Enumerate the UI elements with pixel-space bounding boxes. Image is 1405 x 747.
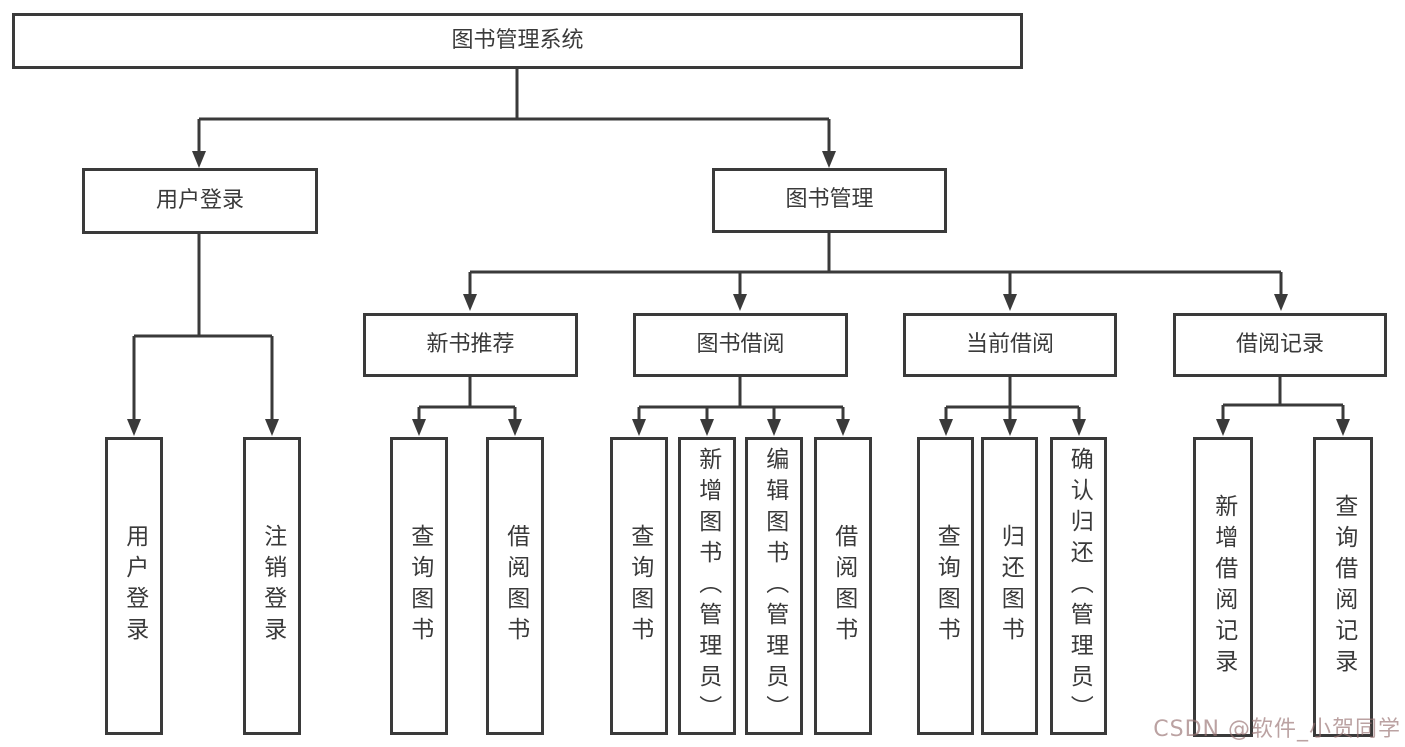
node-root: 图书管理系统 bbox=[12, 13, 1023, 69]
leaf-query-book-current: 查询图书 bbox=[917, 437, 974, 735]
leaf-query-book-borrow: 查询图书 bbox=[610, 437, 668, 735]
leaf-borrow-book-recommend: 借阅图书 bbox=[486, 437, 544, 735]
leaf-edit-book-admin: 编辑图书（管理员） bbox=[745, 437, 803, 735]
node-book-borrow: 图书借阅 bbox=[633, 313, 848, 377]
leaf-borrow-book: 借阅图书 bbox=[814, 437, 872, 735]
leaf-logout: 注销登录 bbox=[243, 437, 301, 735]
leaf-query-book-recommend: 查询图书 bbox=[390, 437, 448, 735]
leaf-query-borrow-record: 查询借阅记录 bbox=[1313, 437, 1373, 737]
leaf-confirm-return-admin: 确认归还（管理员） bbox=[1050, 437, 1107, 735]
node-current-borrow: 当前借阅 bbox=[903, 313, 1117, 377]
node-new-book-recommend: 新书推荐 bbox=[363, 313, 578, 377]
csdn-watermark: CSDN @软件_小贺同学 bbox=[1153, 717, 1401, 742]
leaf-user-login: 用户登录 bbox=[105, 437, 163, 735]
leaf-add-borrow-record: 新增借阅记录 bbox=[1193, 437, 1253, 737]
leaf-add-book-admin: 新增图书（管理员） bbox=[678, 437, 736, 735]
leaf-return-book: 归还图书 bbox=[981, 437, 1038, 735]
node-user-login: 用户登录 bbox=[82, 168, 318, 234]
node-borrow-records: 借阅记录 bbox=[1173, 313, 1387, 377]
node-book-management: 图书管理 bbox=[712, 168, 947, 233]
